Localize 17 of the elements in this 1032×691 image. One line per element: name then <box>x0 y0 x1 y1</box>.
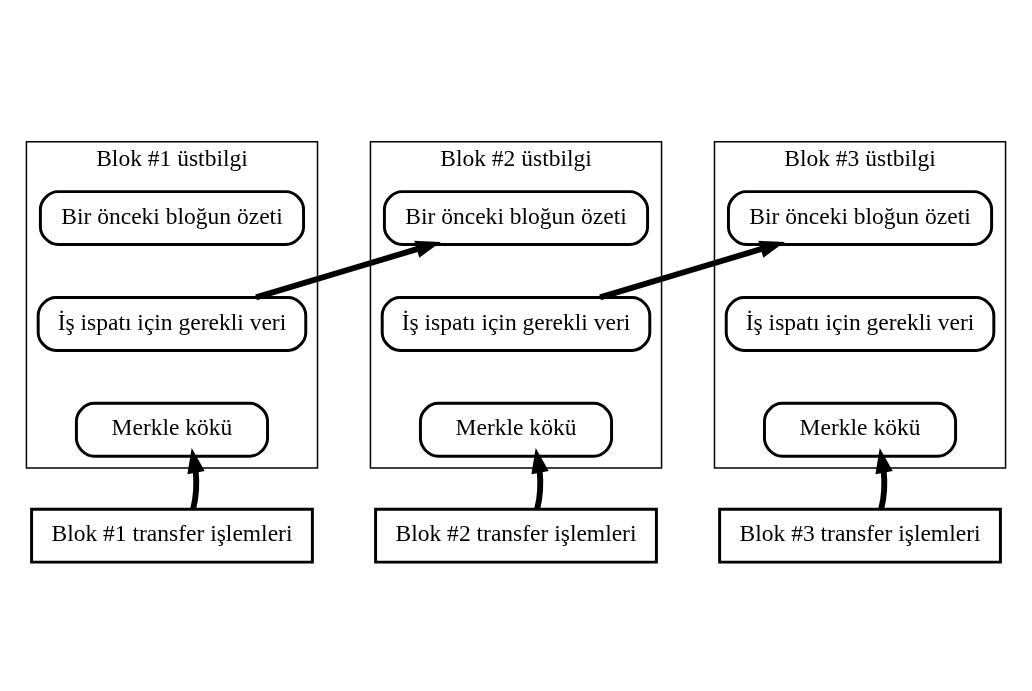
arrow <box>187 447 205 510</box>
node-box: Blok #2 transfer işlemleri <box>374 507 658 564</box>
node-box: Merkle kökü <box>418 401 614 458</box>
arrow <box>255 240 441 300</box>
arrow <box>599 240 785 300</box>
node-box: Bir önceki bloğun özeti <box>726 189 994 246</box>
node-box: Blok #3 transfer işlemleri <box>718 507 1002 564</box>
node-box: İş ispatı için gerekli veri <box>380 295 652 352</box>
node-box: Bir önceki bloğun özeti <box>38 189 306 246</box>
node-box: Merkle kökü <box>763 401 958 458</box>
node-box: İş ispatı için gerekli veri <box>724 295 996 352</box>
node-box: Bir önceki bloğun özeti <box>382 189 650 246</box>
node-box: İş ispatı için gerekli veri <box>36 295 308 352</box>
arrow <box>875 447 893 510</box>
arrow <box>531 447 549 510</box>
node-box: Merkle kökü <box>74 401 269 458</box>
node-box: Blok #1 transfer işlemleri <box>30 507 314 564</box>
